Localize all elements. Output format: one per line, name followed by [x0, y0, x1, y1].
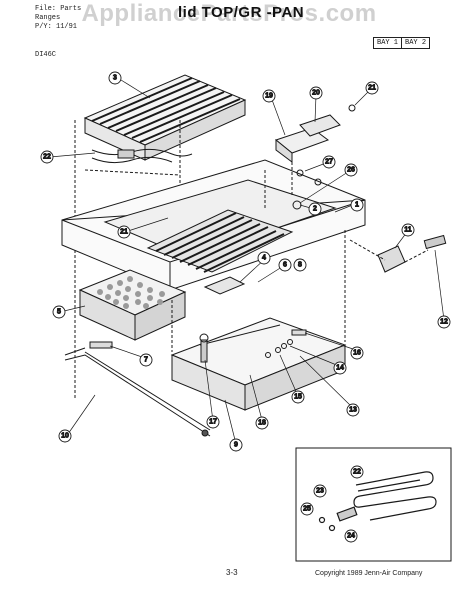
- svg-text:24: 24: [347, 533, 355, 540]
- svg-text:12: 12: [440, 319, 448, 326]
- support-rod-part-10: [64, 347, 211, 437]
- grill-pan-part-9: [170, 317, 347, 411]
- file-header: File: Parts Ranges P/Y: 11/91: [35, 5, 81, 32]
- svg-text:26: 26: [347, 167, 355, 174]
- ignitor-part-17-18: [199, 333, 209, 363]
- callout-3: 3: [108, 71, 122, 85]
- svg-text:22: 22: [43, 154, 51, 161]
- callout-7: 7: [139, 353, 153, 367]
- svg-text:19: 19: [265, 93, 273, 100]
- callout-22-main: 22: [40, 150, 54, 164]
- callout-21-upper: 21: [365, 81, 379, 95]
- bay-1: BAY 1: [377, 39, 399, 47]
- bay-indicator: BAY 1 BAY 2: [373, 37, 431, 49]
- svg-text:8: 8: [298, 262, 302, 269]
- lower-guide-lines: [74, 170, 386, 352]
- callout-4: 4: [257, 251, 271, 265]
- callout-24: 24: [344, 529, 358, 543]
- center-grate: [146, 209, 294, 273]
- heating-element-part-22: [91, 148, 193, 164]
- callout-20: 20: [309, 86, 323, 100]
- callout-19: 19: [262, 89, 276, 103]
- svg-text:22: 22: [353, 469, 361, 476]
- svg-text:20: 20: [312, 90, 320, 97]
- watermark-logo: AppliancePartsPros.com: [81, 0, 377, 27]
- svg-text:11: 11: [404, 227, 412, 234]
- callout-27: 27: [322, 155, 336, 169]
- callout-18: 18: [255, 416, 269, 430]
- svg-text:5: 5: [57, 309, 61, 316]
- svg-text:13: 13: [349, 407, 357, 414]
- bay-2: BAY 2: [401, 38, 429, 48]
- svg-text:10: 10: [61, 433, 69, 440]
- callout-21-lower: 21: [117, 225, 131, 239]
- svg-text:2: 2: [313, 206, 317, 213]
- callout-12: 12: [437, 315, 451, 329]
- callout-15: 15: [291, 390, 305, 404]
- svg-text:17: 17: [209, 419, 217, 426]
- callout-2: 2: [308, 202, 322, 216]
- svg-text:21: 21: [120, 229, 128, 236]
- svg-text:21: 21: [368, 85, 376, 92]
- callout-17: 17: [206, 415, 220, 429]
- svg-text:23: 23: [316, 488, 324, 495]
- callout-10: 10: [58, 429, 72, 443]
- callout-13: 13: [346, 403, 360, 417]
- fasteners-right: [265, 329, 307, 358]
- callout-11: 11: [401, 223, 415, 237]
- file-line: File: Parts: [35, 5, 82, 13]
- svg-text:18: 18: [258, 420, 266, 427]
- svg-text:9: 9: [234, 442, 238, 449]
- callout-8: 8: [293, 258, 307, 272]
- svg-text:16: 16: [353, 350, 361, 357]
- leader-lines: [49, 79, 445, 445]
- rock-tray-part-5: [78, 269, 187, 341]
- bracket-assembly-upper-right: [274, 104, 356, 210]
- callout-5: 5: [52, 305, 66, 319]
- svg-text:6: 6: [283, 262, 287, 269]
- svg-text:25: 25: [303, 506, 311, 513]
- small-parts-center: [203, 276, 246, 295]
- file-line: Ranges: [35, 14, 61, 22]
- svg-text:27: 27: [325, 159, 333, 166]
- page-title: lid TOP/GR -PAN: [178, 4, 305, 21]
- page-number: 3-3: [226, 568, 238, 577]
- callouts: 1 2 3 4 5 6 7 8 9 10 11 12 13 14 15 16 1…: [40, 71, 451, 543]
- file-line: P/Y: 11/91: [35, 23, 78, 31]
- callout-22-inset: 22: [350, 465, 364, 479]
- svg-text:1: 1: [355, 202, 359, 209]
- svg-text:7: 7: [144, 357, 148, 364]
- callout-1: 1: [350, 198, 364, 212]
- callout-25: 25: [300, 502, 314, 516]
- bracket-part-7: [89, 341, 113, 349]
- callout-16: 16: [350, 346, 364, 360]
- svg-text:15: 15: [294, 394, 302, 401]
- model-number: DI46C: [35, 51, 57, 59]
- callout-9: 9: [229, 438, 243, 452]
- copyright-notice: Copyright 1989 Jenn-Air Company: [315, 570, 423, 577]
- svg-text:3: 3: [113, 75, 117, 82]
- callout-26: 26: [344, 163, 358, 177]
- side-controls-right: [377, 234, 447, 273]
- inset-detail-box: [295, 447, 452, 562]
- callout-14: 14: [333, 361, 347, 375]
- grill-grate-part-3: [83, 74, 247, 161]
- callout-6: 6: [278, 258, 292, 272]
- svg-text:14: 14: [336, 365, 344, 372]
- callout-23: 23: [313, 484, 327, 498]
- svg-text:4: 4: [262, 255, 266, 262]
